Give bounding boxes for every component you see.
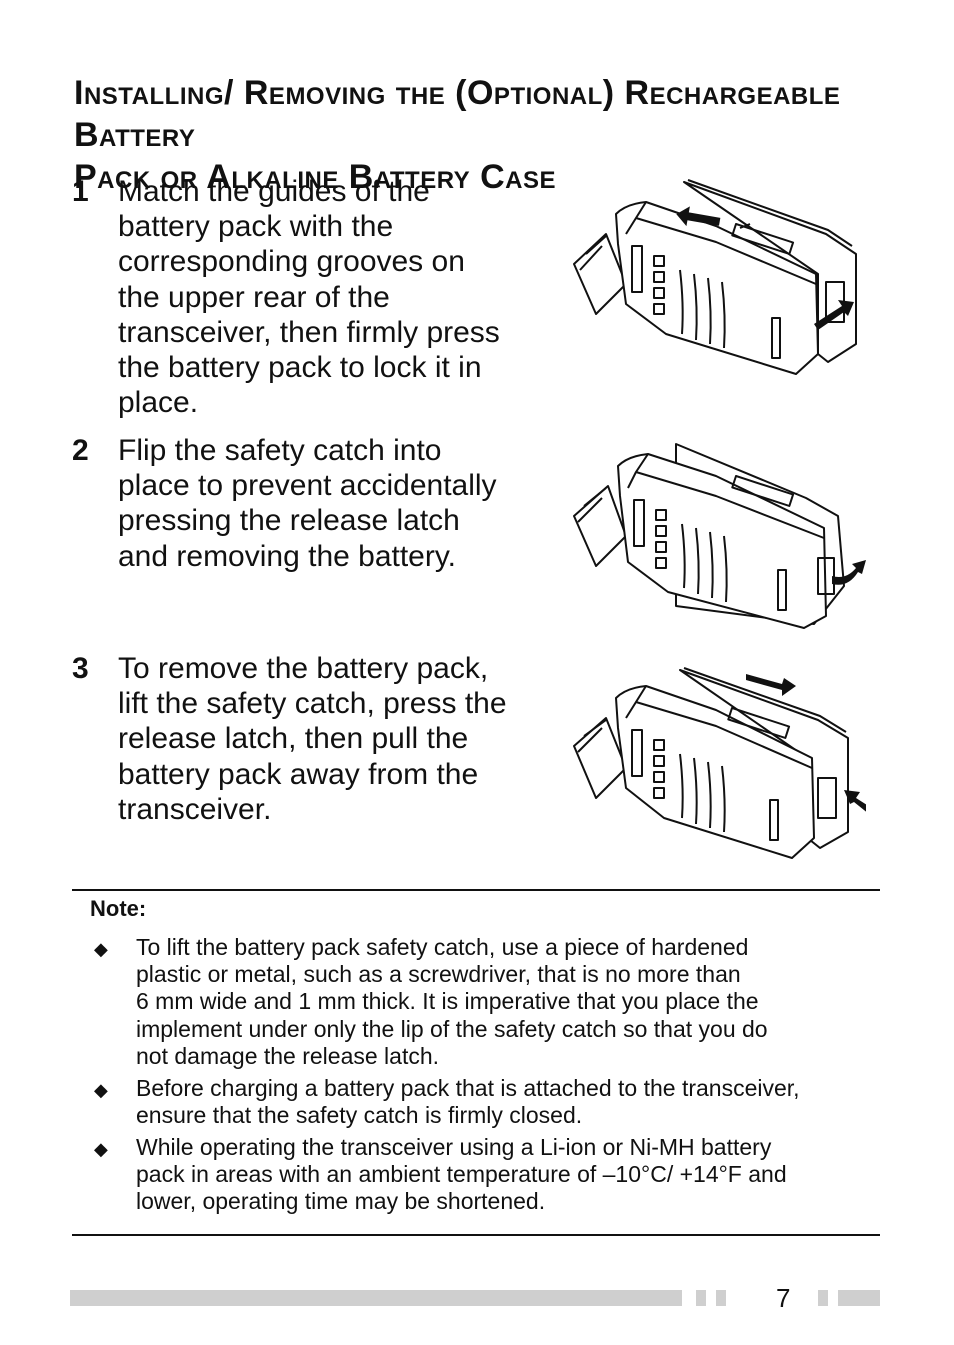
step-number: 3 — [72, 652, 89, 685]
step-line: lift the safety catch, press the — [118, 687, 507, 721]
note-line: pack in areas with an ambient temperatur… — [136, 1161, 787, 1188]
step-number: 1 — [72, 175, 89, 208]
footer-bar-left — [70, 1290, 682, 1306]
step-line: transceiver. — [118, 792, 272, 826]
transceiver-attach-battery-illustration — [573, 179, 857, 375]
step-text: Match the guides of the battery pack wit… — [118, 174, 548, 420]
step-line: battery pack away from the — [118, 757, 479, 791]
footer-bar-segment — [716, 1290, 726, 1306]
footer-bar-right — [838, 1290, 880, 1306]
diamond-bullet-icon: ◆ — [94, 939, 108, 959]
step-line: corresponding grooves on — [118, 245, 465, 279]
transceiver-safety-catch-illustration — [573, 443, 866, 629]
step-line: Match the guides of the — [118, 175, 430, 208]
step-line: pressing the release latch — [118, 504, 460, 538]
diamond-bullet-icon: ◆ — [94, 1080, 108, 1100]
note-bottom-rule — [72, 1234, 880, 1236]
note-title: Note: — [90, 896, 147, 921]
step-line: To remove the battery pack, — [118, 652, 489, 685]
footer-bar-segment — [818, 1290, 828, 1306]
note-text: While operating the transceiver using a … — [136, 1134, 876, 1216]
step-number: 2 — [72, 434, 89, 467]
step-text: Flip the safety catch into place to prev… — [118, 433, 548, 574]
step-line: Flip the safety catch into — [118, 434, 442, 467]
note-line: While operating the transceiver using a … — [136, 1134, 772, 1160]
footer-bar-segment — [696, 1290, 706, 1306]
diamond-bullet-icon: ◆ — [94, 1139, 108, 1159]
note-line: not damage the release latch. — [136, 1042, 440, 1069]
step-line: release latch, then pull the — [118, 722, 469, 756]
step-line: and removing the battery. — [118, 539, 456, 573]
note-top-rule — [72, 889, 880, 891]
note-line: implement under only the lip of the safe… — [136, 1015, 768, 1042]
step-line: transceiver, then firmly press — [118, 315, 500, 349]
transceiver-remove-battery-illustration — [573, 667, 866, 859]
step-line: the upper rear of the — [118, 280, 390, 314]
note-line: 6 mm wide and 1 mm thick. It is imperati… — [136, 988, 759, 1015]
step-line: place to prevent accidentally — [118, 469, 497, 503]
note-text: Before charging a battery pack that is a… — [136, 1075, 876, 1129]
step-line: battery pack with the — [118, 210, 394, 244]
note-text: To lift the battery pack safety catch, u… — [136, 934, 876, 1070]
page-number: 7 — [776, 1283, 791, 1313]
note-line: ensure that the safety catch is firmly c… — [136, 1102, 583, 1129]
step-line: the battery pack to lock it in — [118, 351, 482, 385]
section-heading-line1: Installing/ Removing the (Optional) Rech… — [74, 74, 841, 154]
step-text: To remove the battery pack, lift the saf… — [118, 651, 558, 827]
note-line: lower, operating time may be shortened. — [136, 1188, 546, 1215]
section-heading: Installing/ Removing the (Optional) Rech… — [74, 72, 894, 198]
note-line: Before charging a battery pack that is a… — [136, 1075, 800, 1101]
step-line: place. — [118, 386, 199, 420]
note-line: plastic or metal, such as a screwdriver,… — [136, 961, 741, 988]
note-line: To lift the battery pack safety catch, u… — [136, 934, 749, 960]
section-heading-line2: Pack or Alkaline Battery Case — [74, 158, 557, 196]
